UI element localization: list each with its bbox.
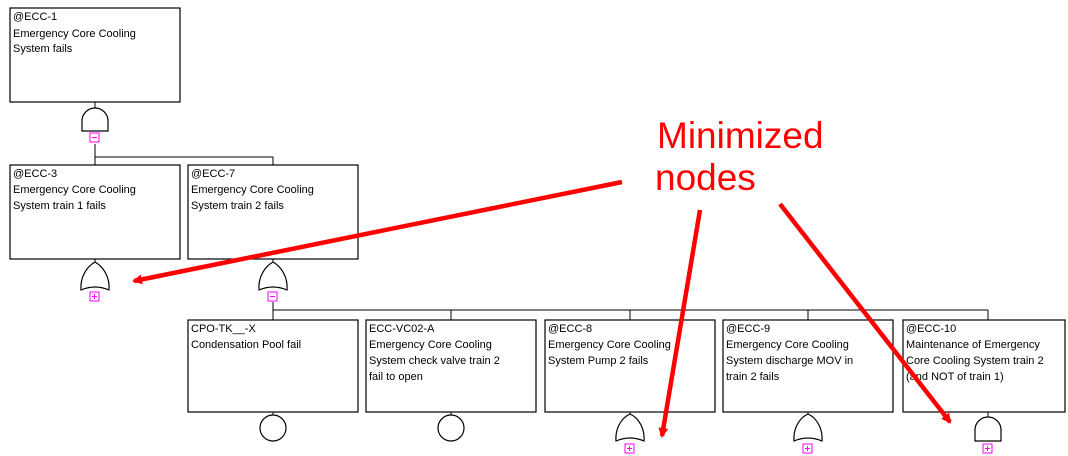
node-ecc-1[interactable]: @ECC-1 Emergency Core Cooling System fai… [9,7,181,143]
arrow-to-ecc-10 [778,202,952,424]
node-ecc-10[interactable]: @ECC-10 Maintenance of Emergency Core Co… [902,319,1066,454]
node-id: @ECC-1 [13,11,57,23]
collapse-toggle-icon[interactable] [267,291,278,302]
or-gate-icon [258,261,288,291]
annotation-line-1: Minimized [657,115,824,156]
node-id: @ECC-10 [906,323,956,335]
node-desc-line: Maintenance of Emergency [906,339,1040,351]
node-desc-line: Core Cooling System train 2 [906,355,1044,367]
node-ecc-8[interactable]: @ECC-8 Emergency Core Cooling System Pum… [544,319,716,454]
basic-event-icon [259,414,287,442]
node-id: ECC-VC02-A [369,323,435,335]
node-desc-line: System train 1 fails [13,200,106,212]
node-ecc-9[interactable]: @ECC-9 Emergency Core Cooling System dis… [722,319,894,454]
arrow-to-ecc-8 [658,209,703,438]
node-desc-line: Emergency Core Cooling [13,184,136,196]
node-id: CPO-TK__-X [191,323,256,335]
node-desc-line: System discharge MOV in [726,355,853,367]
node-ecc-7[interactable]: @ECC-7 Emergency Core Cooling System tra… [187,164,359,302]
expand-toggle-icon[interactable] [624,443,635,454]
node-desc-line: train 2 fails [726,371,780,383]
or-gate-icon [793,413,823,442]
annotation-line-2: nodes [655,157,756,198]
node-desc-line: (and NOT of train 1) [906,371,1004,383]
or-gate-icon [80,261,110,291]
node-id: @ECC-8 [548,323,592,335]
expand-toggle-icon[interactable] [982,443,993,454]
node-desc-line: System train 2 fails [191,200,284,212]
node-cpo-tk-x[interactable]: CPO-TK__-X Condensation Pool fail [187,319,359,442]
expand-toggle-icon[interactable] [802,443,813,454]
node-desc-line: System check valve train 2 [369,355,500,367]
basic-event-icon [437,414,465,442]
node-desc-line: System Pump 2 fails [548,355,649,367]
node-id: @ECC-9 [726,323,770,335]
and-gate-icon [974,416,1002,442]
arrow-to-ecc-3 [132,179,623,285]
node-desc-line: Emergency Core Cooling [548,339,671,351]
node-desc-line: System fails [13,43,73,55]
node-ecc-vc02-a[interactable]: ECC-VC02-A Emergency Core Cooling System… [365,319,537,442]
node-id: @ECC-7 [191,168,235,180]
node-id: @ECC-3 [13,168,57,180]
or-gate-icon [615,413,645,442]
node-desc-line: Emergency Core Cooling [726,339,849,351]
collapse-toggle-icon[interactable] [89,132,100,143]
node-ecc-3[interactable]: @ECC-3 Emergency Core Cooling System tra… [9,164,181,302]
node-desc-line: Emergency Core Cooling [369,339,492,351]
minimized-nodes-annotation: Minimized nodes [132,115,952,438]
expand-toggle-icon[interactable] [89,291,100,302]
node-desc-line: Condensation Pool fail [191,339,301,351]
node-desc-line: Emergency Core Cooling [13,28,136,40]
tree-connectors [94,144,989,320]
node-desc-line: fail to open [369,371,423,383]
and-gate-icon [81,107,109,132]
node-desc-line: Emergency Core Cooling [191,184,314,196]
